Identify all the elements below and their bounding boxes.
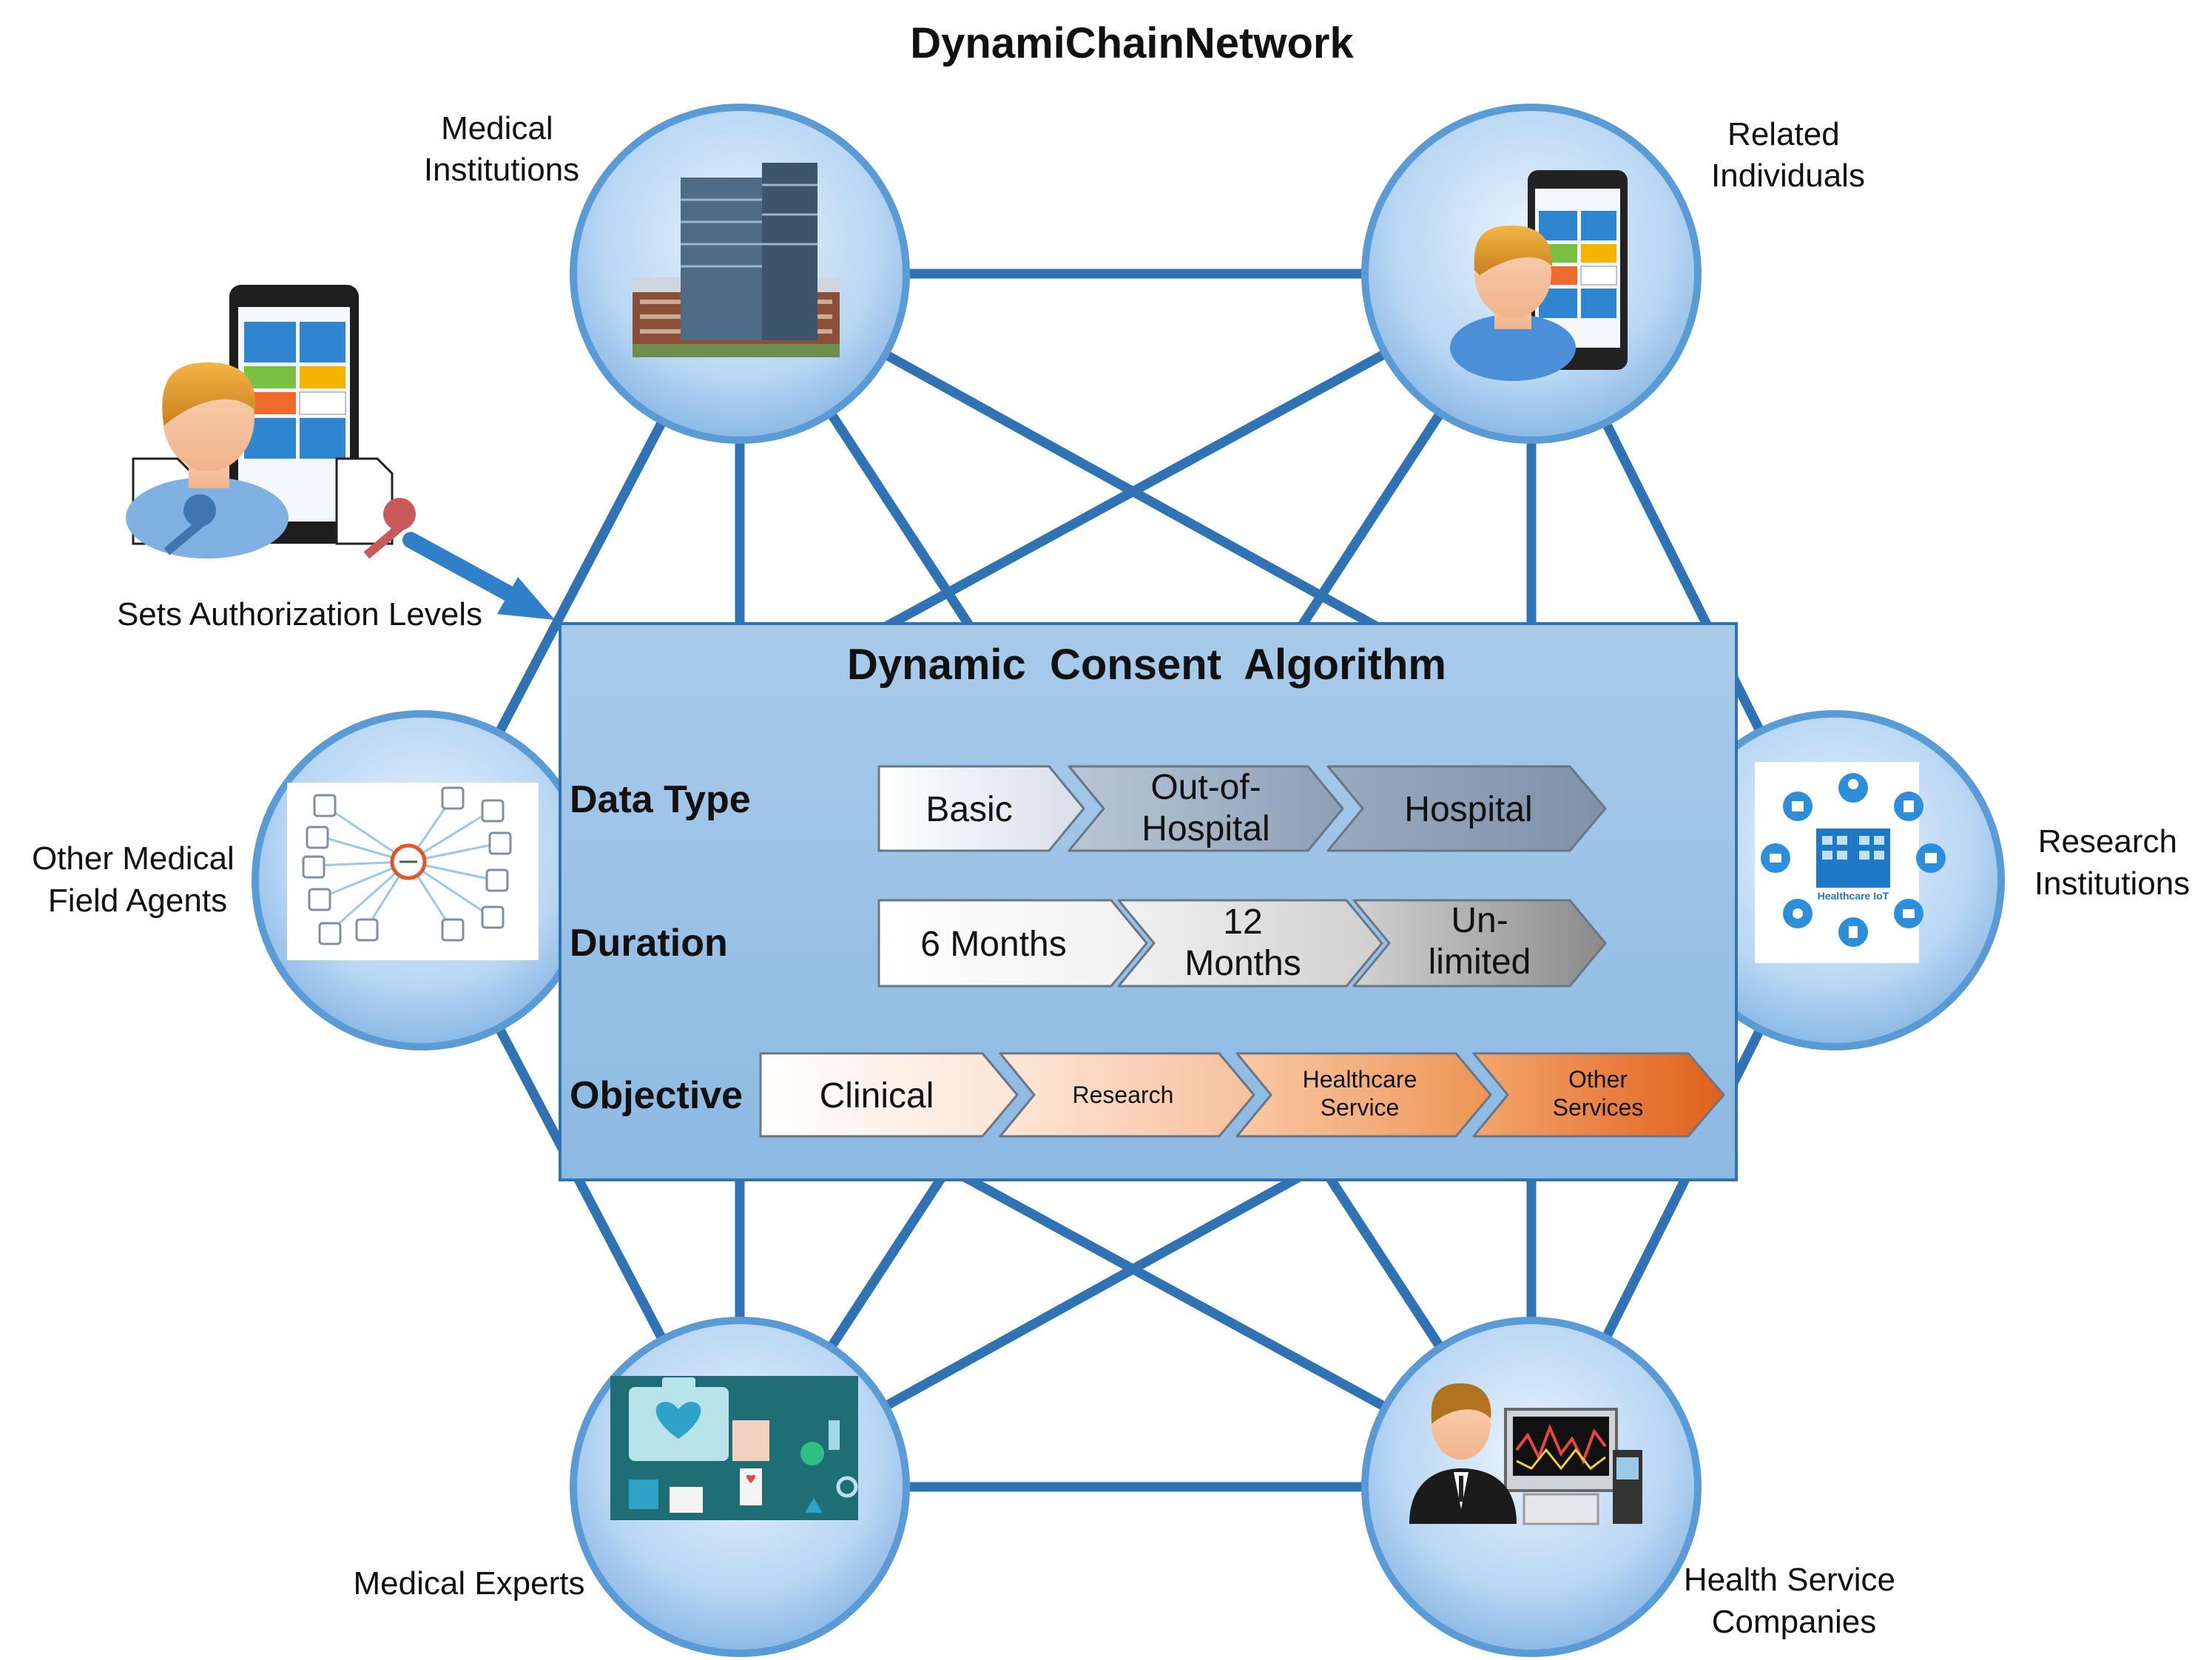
step-chevron bbox=[1326, 765, 1607, 852]
step-chevron bbox=[877, 765, 1085, 852]
label-line: Companies bbox=[1712, 1604, 1877, 1640]
label-line: Health Service bbox=[1684, 1562, 1895, 1598]
hospital-building-icon bbox=[633, 163, 840, 357]
label-line: Field Agents bbox=[48, 883, 227, 919]
person-with-phone-icon bbox=[1450, 170, 1628, 381]
step-chevron bbox=[1235, 1052, 1492, 1138]
step-label-line: Hospital bbox=[1404, 790, 1532, 829]
step-label-line: 6 Months bbox=[920, 925, 1066, 964]
step-chevron bbox=[1352, 899, 1607, 988]
step-label-line: Research bbox=[1073, 1082, 1174, 1108]
objective-steps bbox=[759, 1052, 1725, 1138]
step-chevron bbox=[1068, 765, 1344, 852]
label-line: Other Medical bbox=[32, 840, 235, 877]
step-label-line: Services bbox=[1553, 1094, 1644, 1121]
label-line: Medical Experts bbox=[353, 1565, 584, 1602]
step-label-line: Service bbox=[1321, 1094, 1400, 1121]
step-label: Hospital bbox=[1404, 790, 1532, 829]
label-line: Institutions bbox=[2034, 866, 2190, 902]
step-chevron bbox=[759, 1052, 1019, 1138]
step-label-line: Healthcare bbox=[1303, 1066, 1417, 1093]
healthcare-iot-label: Healthcare IoT bbox=[1818, 890, 1889, 902]
label-other-medical-field-agents: Other Medical Field Agents bbox=[32, 840, 243, 919]
node-labels: Medical Institutions Related Individuals… bbox=[32, 110, 2190, 1640]
step-label-line: Basic bbox=[925, 790, 1012, 829]
medical-kit-icon bbox=[610, 1376, 858, 1520]
key-icon bbox=[363, 498, 416, 559]
row-label-data-type: Data Type bbox=[570, 778, 751, 821]
data-type-steps bbox=[877, 765, 1607, 852]
label-medical-institutions: Medical Institutions bbox=[424, 110, 579, 188]
label-line: Medical bbox=[441, 110, 553, 146]
key-icon bbox=[163, 494, 216, 556]
label-related-individuals: Related Individuals bbox=[1711, 116, 1865, 194]
step-label: Research bbox=[1073, 1082, 1174, 1108]
step-chevron bbox=[1117, 899, 1383, 988]
label-line: Research bbox=[2038, 823, 2177, 860]
arrow-to-algorithm bbox=[402, 532, 555, 620]
step-label: Out-of-Hospital bbox=[1142, 768, 1269, 848]
row-label-duration: Duration bbox=[570, 922, 728, 965]
panel-title: Dynamic Consent Algorithm bbox=[847, 641, 1446, 689]
step-chevron bbox=[999, 1052, 1255, 1138]
step-label: Basic bbox=[925, 790, 1012, 829]
label-research-institutions: Research Institutions bbox=[2034, 823, 2190, 902]
label-medical-experts: Medical Experts bbox=[353, 1565, 584, 1602]
step-label-line: Months bbox=[1184, 944, 1301, 983]
step-label-line: Un- bbox=[1451, 901, 1508, 940]
step-label-line: Out-of- bbox=[1150, 768, 1261, 807]
step-label: Un-limited bbox=[1429, 901, 1531, 982]
step-label-line: Other bbox=[1568, 1066, 1628, 1093]
healthcare-iot-icon: Healthcare IoT bbox=[1755, 762, 1946, 963]
step-label-line: limited bbox=[1429, 942, 1531, 982]
row-label-objective: Objective bbox=[570, 1074, 743, 1117]
label-line: Individuals bbox=[1711, 158, 1865, 194]
step-label: 6 Months bbox=[920, 925, 1066, 964]
label-line: Related bbox=[1727, 116, 1840, 152]
step-chevron bbox=[877, 899, 1148, 988]
duration-steps bbox=[877, 899, 1607, 988]
step-label-line: Clinical bbox=[820, 1076, 934, 1116]
diagram-title: DynamiChainNetwork bbox=[910, 19, 1354, 67]
user-authorization-icon bbox=[126, 285, 416, 559]
label-sets-authorization-levels: Sets Authorization Levels bbox=[117, 596, 482, 632]
step-label: Clinical bbox=[820, 1076, 934, 1116]
hub-spoke-diagram-icon bbox=[287, 783, 539, 960]
label-health-service-companies: Health Service Companies bbox=[1684, 1562, 1904, 1640]
step-label-line: 12 bbox=[1223, 902, 1262, 942]
step-label-line: Hospital bbox=[1142, 809, 1269, 848]
label-line: Institutions bbox=[424, 152, 579, 188]
dynamic-consent-algorithm-panel: Dynamic Consent Algorithm Data Type Dura… bbox=[559, 622, 1738, 1181]
step-chevron bbox=[1472, 1052, 1725, 1138]
businessman-monitor-icon bbox=[1409, 1383, 1642, 1525]
